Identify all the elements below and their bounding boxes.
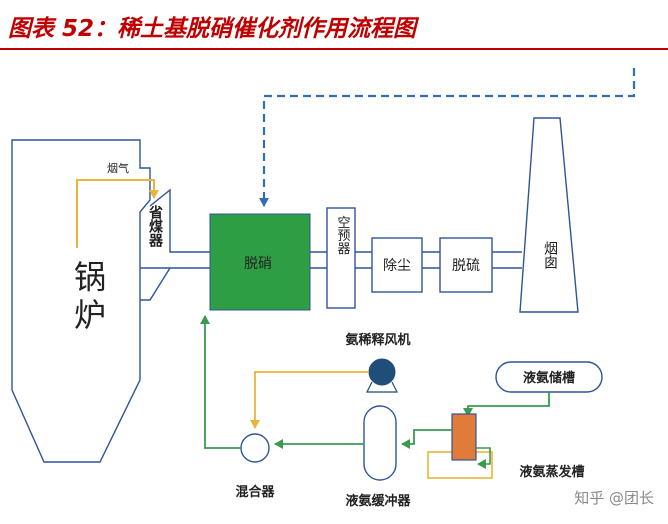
title-divider: [0, 48, 668, 50]
chimney-shape: [519, 117, 579, 313]
denitration-label: 脱硝: [244, 256, 272, 272]
ammonia-storage-label: 液氨储槽: [523, 370, 575, 386]
air-preheater-label: 空预器: [335, 216, 351, 256]
ammonia-injection-line: [200, 315, 241, 449]
economizer-duct: [140, 188, 210, 301]
page-title: 图表 52：稀土基脱硝催化剂作用流程图: [8, 16, 417, 42]
desulfurization-label: 脱硫: [452, 258, 480, 274]
boiler-label: 锅炉: [69, 260, 107, 336]
mixer-icon: [240, 433, 270, 463]
denitration-reactor: [209, 213, 311, 311]
evaporator-label: 液氨蒸发槽: [519, 464, 584, 480]
ammonia-buffer-tank: [363, 405, 397, 481]
air-preheater-box: [326, 207, 356, 309]
dilution-fan-icon: [368, 358, 396, 386]
evaporator-heat-loop: [476, 447, 491, 469]
boiler-shape: [11, 139, 151, 463]
evaporator-core: [451, 413, 477, 461]
mixer-label: 混合器: [235, 484, 275, 500]
ammonia-buffer-label: 液氨缓冲器: [345, 493, 411, 509]
dilution-fan-base: [366, 381, 398, 393]
control-signal-line: [259, 68, 636, 207]
flue-gas-label: 烟气: [107, 161, 129, 175]
economizer-label: 省煤器: [147, 204, 164, 248]
flue-gas-arrow: [76, 179, 159, 248]
evaporator-to-buffer-line: [401, 429, 452, 449]
watermark: 知乎 @团长: [574, 489, 654, 507]
dilution-fan-label: 氨稀释风机: [344, 332, 410, 348]
chimney-label: 烟囱: [542, 241, 558, 269]
dust-removal-box: [371, 237, 423, 293]
dilution-air-line: [250, 371, 369, 429]
desulfurization-box: [439, 237, 493, 293]
storage-to-evaporator-line: [463, 392, 550, 417]
dust-removal-label: 除尘: [383, 258, 411, 274]
